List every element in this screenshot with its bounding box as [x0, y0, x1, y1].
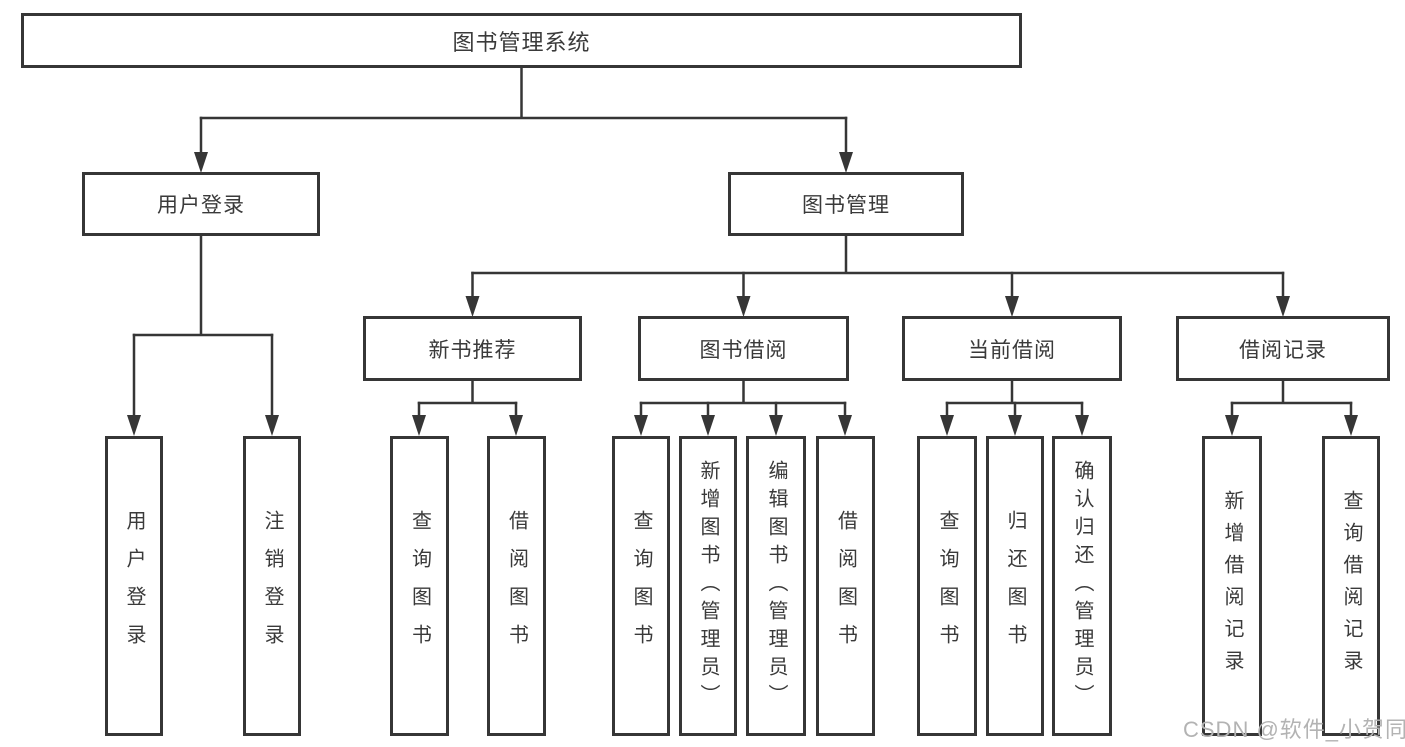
leaf-user-login: 用户登录: [105, 436, 163, 736]
node-borrow-records-label: 借阅记录: [1239, 338, 1327, 362]
leaf-newrec-borrow-books: 借阅图书: [487, 436, 546, 736]
leaf-current-confirm-return-label: 确认归还（管理员）: [1071, 460, 1093, 712]
leaf-borrow-borrow-books-label: 借阅图书: [834, 510, 857, 662]
connector-root-to-level2: [199, 66, 848, 156]
node-current-borrow-label: 当前借阅: [968, 338, 1056, 362]
node-borrow-records: 借阅记录: [1176, 316, 1390, 381]
leaf-newrec-borrow-books-label: 借阅图书: [505, 510, 528, 662]
leaf-logout-label: 注销登录: [261, 510, 283, 662]
connector-records-to-leaves: [1230, 379, 1353, 419]
node-book-borrow-label: 图书借阅: [699, 338, 788, 362]
leaf-current-return-books: 归还图书: [986, 436, 1044, 736]
node-user-login: 用户登录: [82, 172, 320, 236]
leaf-records-add-record-label: 新增借阅记录: [1221, 490, 1243, 682]
connector-newrec-to-leaves: [417, 379, 518, 419]
connector-userlogin-to-leaves: [132, 234, 274, 419]
node-book-borrow: 图书借阅: [638, 316, 849, 381]
leaf-current-query-books: 查询图书: [917, 436, 977, 736]
leaf-borrow-query-books-label: 查询图书: [630, 510, 652, 662]
leaf-newrec-query-books-label: 查询图书: [408, 510, 431, 662]
leaf-newrec-query-books: 查询图书: [390, 436, 449, 736]
leaf-borrow-add-books: 新增图书（管理员）: [679, 436, 737, 736]
leaf-borrow-edit-books-label: 编辑图书（管理员）: [765, 460, 787, 712]
node-user-login-label: 用户登录: [157, 194, 245, 217]
leaf-records-query-record-label: 查询借阅记录: [1340, 490, 1362, 682]
csdn-watermark: CSDN @软件_小贺同学: [1183, 717, 1405, 742]
leaf-current-confirm-return: 确认归还（管理员）: [1052, 436, 1112, 736]
connector-currentborrow-to-leaves: [945, 379, 1084, 419]
leaf-current-query-books-label: 查询图书: [936, 510, 958, 662]
leaf-records-query-record: 查询借阅记录: [1322, 436, 1380, 736]
arrowheads: [127, 152, 1358, 436]
leaf-user-login-label: 用户登录: [123, 510, 145, 662]
connector-bookborrow-to-leaves: [639, 379, 847, 419]
connector-bookmgmt-to-level3: [471, 234, 1285, 300]
node-root: 图书管理系统: [21, 13, 1022, 68]
node-new-book-recommend: 新书推荐: [363, 316, 582, 381]
leaf-borrow-edit-books: 编辑图书（管理员）: [746, 436, 806, 736]
leaf-logout: 注销登录: [243, 436, 301, 736]
node-new-book-recommend-label: 新书推荐: [428, 338, 517, 362]
leaf-records-add-record: 新增借阅记录: [1202, 436, 1262, 736]
node-current-borrow: 当前借阅: [902, 316, 1122, 381]
leaf-borrow-query-books: 查询图书: [612, 436, 670, 736]
leaf-current-return-books-label: 归还图书: [1004, 510, 1026, 662]
node-book-management-label: 图书管理: [802, 194, 890, 217]
node-book-management: 图书管理: [728, 172, 964, 236]
leaf-borrow-add-books-label: 新增图书（管理员）: [697, 460, 719, 712]
leaf-borrow-borrow-books: 借阅图书: [816, 436, 875, 736]
node-root-label: 图书管理系统: [452, 29, 591, 55]
